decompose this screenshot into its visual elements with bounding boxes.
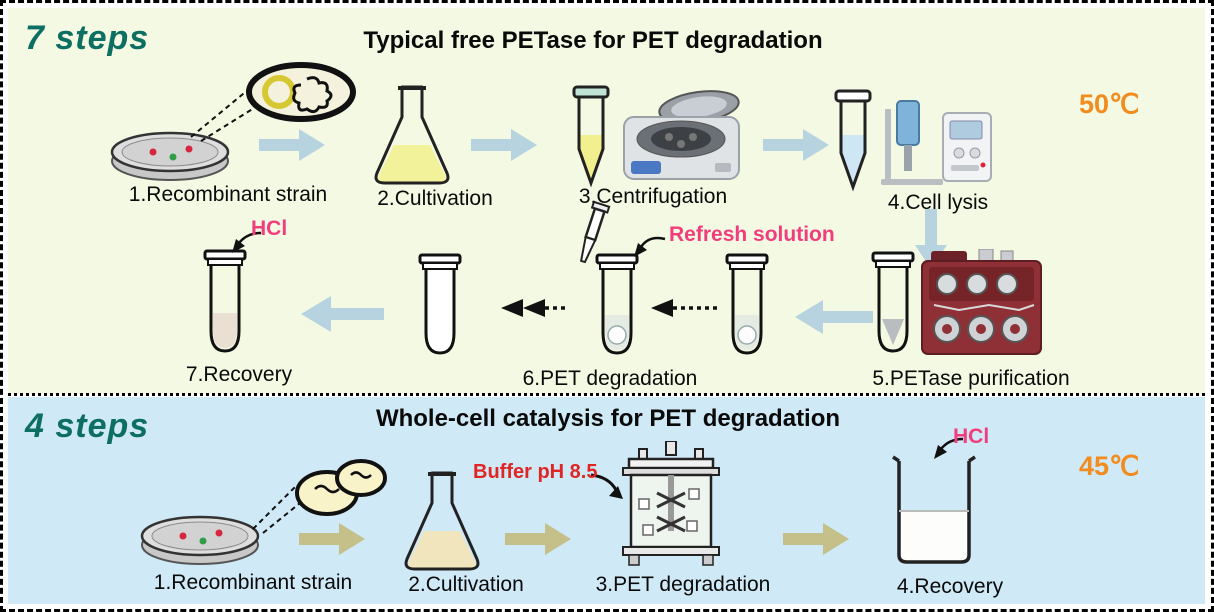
step-label-cultivation-2: 2.Cultivation (408, 573, 524, 596)
step-label-recombinant-strain: 1.Recombinant strain (128, 183, 328, 206)
bioreactor-icon (622, 441, 720, 566)
round-tube-icon (725, 253, 769, 355)
colony-pick-dashed-lines (252, 484, 306, 534)
top-steps-count: 7 steps (25, 19, 150, 57)
fplc-purifier-icon (921, 249, 1042, 355)
whole-cell-panel (8, 397, 1205, 604)
arrow-right-icon (783, 523, 849, 555)
arrow-left-icon (795, 300, 873, 334)
buffer-ph-label: Buffer pH 8.5 (473, 461, 598, 483)
petri-dish-icon (140, 515, 260, 565)
flask-icon (404, 471, 480, 571)
bottom-panel-title: Whole-cell catalysis for PET degradation (375, 405, 841, 432)
arrow-right-icon (505, 523, 571, 555)
step-label-cultivation: 2.Cultivation (377, 187, 493, 210)
step-label-recovery: 7.Recovery (185, 363, 293, 386)
microbe-capsule-icon (246, 62, 356, 122)
annotation-arrow-icon (634, 236, 666, 257)
step-label-recovery-2: 4.Recovery (896, 575, 1004, 598)
panel-divider (8, 393, 1205, 396)
arrow-right-icon (299, 523, 365, 555)
round-tube-icon (203, 249, 247, 353)
step-label-pet-degradation-2: 3.PET degradation (595, 573, 771, 596)
step-label-centrifugation: 3.Centrifugation (578, 185, 728, 208)
top-temperature: 50℃ (1079, 89, 1140, 119)
hcl-label-bottom: HCl (953, 425, 990, 448)
annotation-arrow-icon (232, 231, 262, 253)
arrow-right-icon (763, 129, 829, 161)
flask-icon (374, 85, 450, 185)
round-tube-icon (595, 253, 639, 355)
bottom-temperature: 45℃ (1079, 451, 1140, 481)
top-panel-title: Typical free PETase for PET degradation (363, 27, 823, 54)
centrifuge-icon (623, 90, 740, 180)
step-label-petase-purification: 5.PETase purification (872, 367, 1070, 390)
annotation-arrow-icon (590, 473, 623, 499)
round-tube-icon (871, 251, 915, 353)
petri-dish-icon (110, 131, 230, 181)
annotation-arrow-icon (934, 437, 964, 459)
step-label-cell-lysis: 4.Cell lysis (887, 191, 989, 214)
step-label-pet-degradation: 6.PET degradation (522, 367, 698, 390)
dotted-arrow-left-icon (501, 299, 569, 317)
sonicator-icon (881, 100, 992, 185)
dotted-arrow-left-icon (651, 299, 719, 317)
arrow-right-icon (259, 129, 325, 161)
centrifuge-tube-icon (572, 85, 610, 188)
bottom-steps-count: 4 steps (25, 407, 150, 445)
arrow-right-icon (471, 129, 537, 161)
beaker-icon (892, 455, 976, 564)
arrow-left-icon (301, 296, 384, 332)
centrifuge-tube-icon (834, 89, 872, 192)
hcl-label-top: HCl (251, 217, 288, 240)
round-tube-icon (418, 253, 462, 355)
step-label-recombinant-strain-2: 1.Recombinant strain (153, 571, 353, 594)
pipette-icon (579, 201, 611, 264)
colony-pick-dashed-lines (190, 88, 260, 142)
yeast-cells-icon (295, 459, 387, 516)
refresh-solution-label: Refresh solution (669, 223, 835, 246)
